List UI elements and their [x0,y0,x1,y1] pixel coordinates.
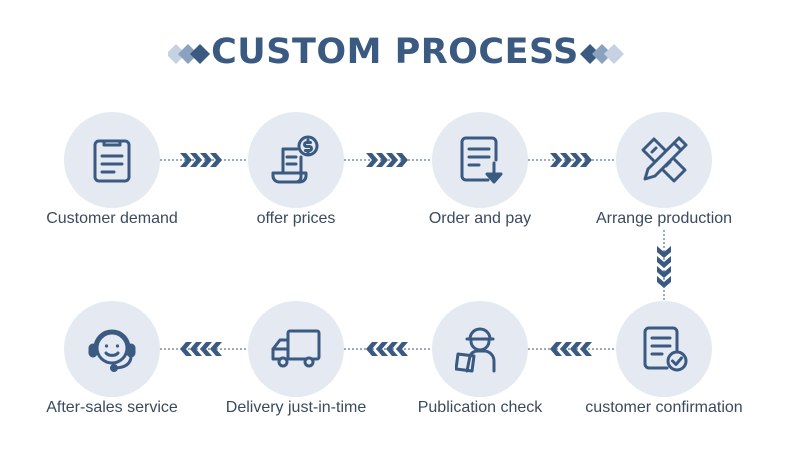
inspector-icon [455,327,496,373]
ruler-pencil-icon [641,136,688,183]
price-quote-icon [271,135,319,184]
step-circle [432,112,528,208]
step-label: Customer demand [46,210,178,227]
step-circle [616,301,712,397]
document-check-icon [643,326,688,372]
connector-arrow-left [528,342,616,356]
step-circle [248,112,344,208]
step-label: customer confirmation [585,399,743,416]
connector-arrow-right [160,153,248,167]
step-circle [64,112,160,208]
step-circle [616,112,712,208]
connector-arrow-right [528,153,616,167]
step-label: After-sales service [46,399,178,416]
page-title: CUSTOM PROCESS [211,32,579,72]
step-label: Publication check [417,399,543,416]
headset-support-icon [88,329,136,372]
step-label: Delivery just-in-time [225,399,367,416]
step-circle [432,301,528,397]
connector-arrow-right [344,153,432,167]
step-circle [64,301,160,397]
step-label: Arrange production [595,210,733,227]
delivery-truck-icon [271,329,321,368]
title-banner: CUSTOM PROCESS [0,28,790,78]
connector-arrow-left [160,342,248,356]
step-label: Order and pay [428,210,532,227]
order-download-icon [460,136,503,184]
step-circle [248,301,344,397]
connector-arrow-left [344,342,432,356]
step-label: offer prices [256,210,336,227]
connector-arrow-down [657,230,671,301]
right-diamonds-icon [580,44,624,64]
left-diamonds-icon [168,44,210,64]
clipboard-icon [93,139,131,183]
